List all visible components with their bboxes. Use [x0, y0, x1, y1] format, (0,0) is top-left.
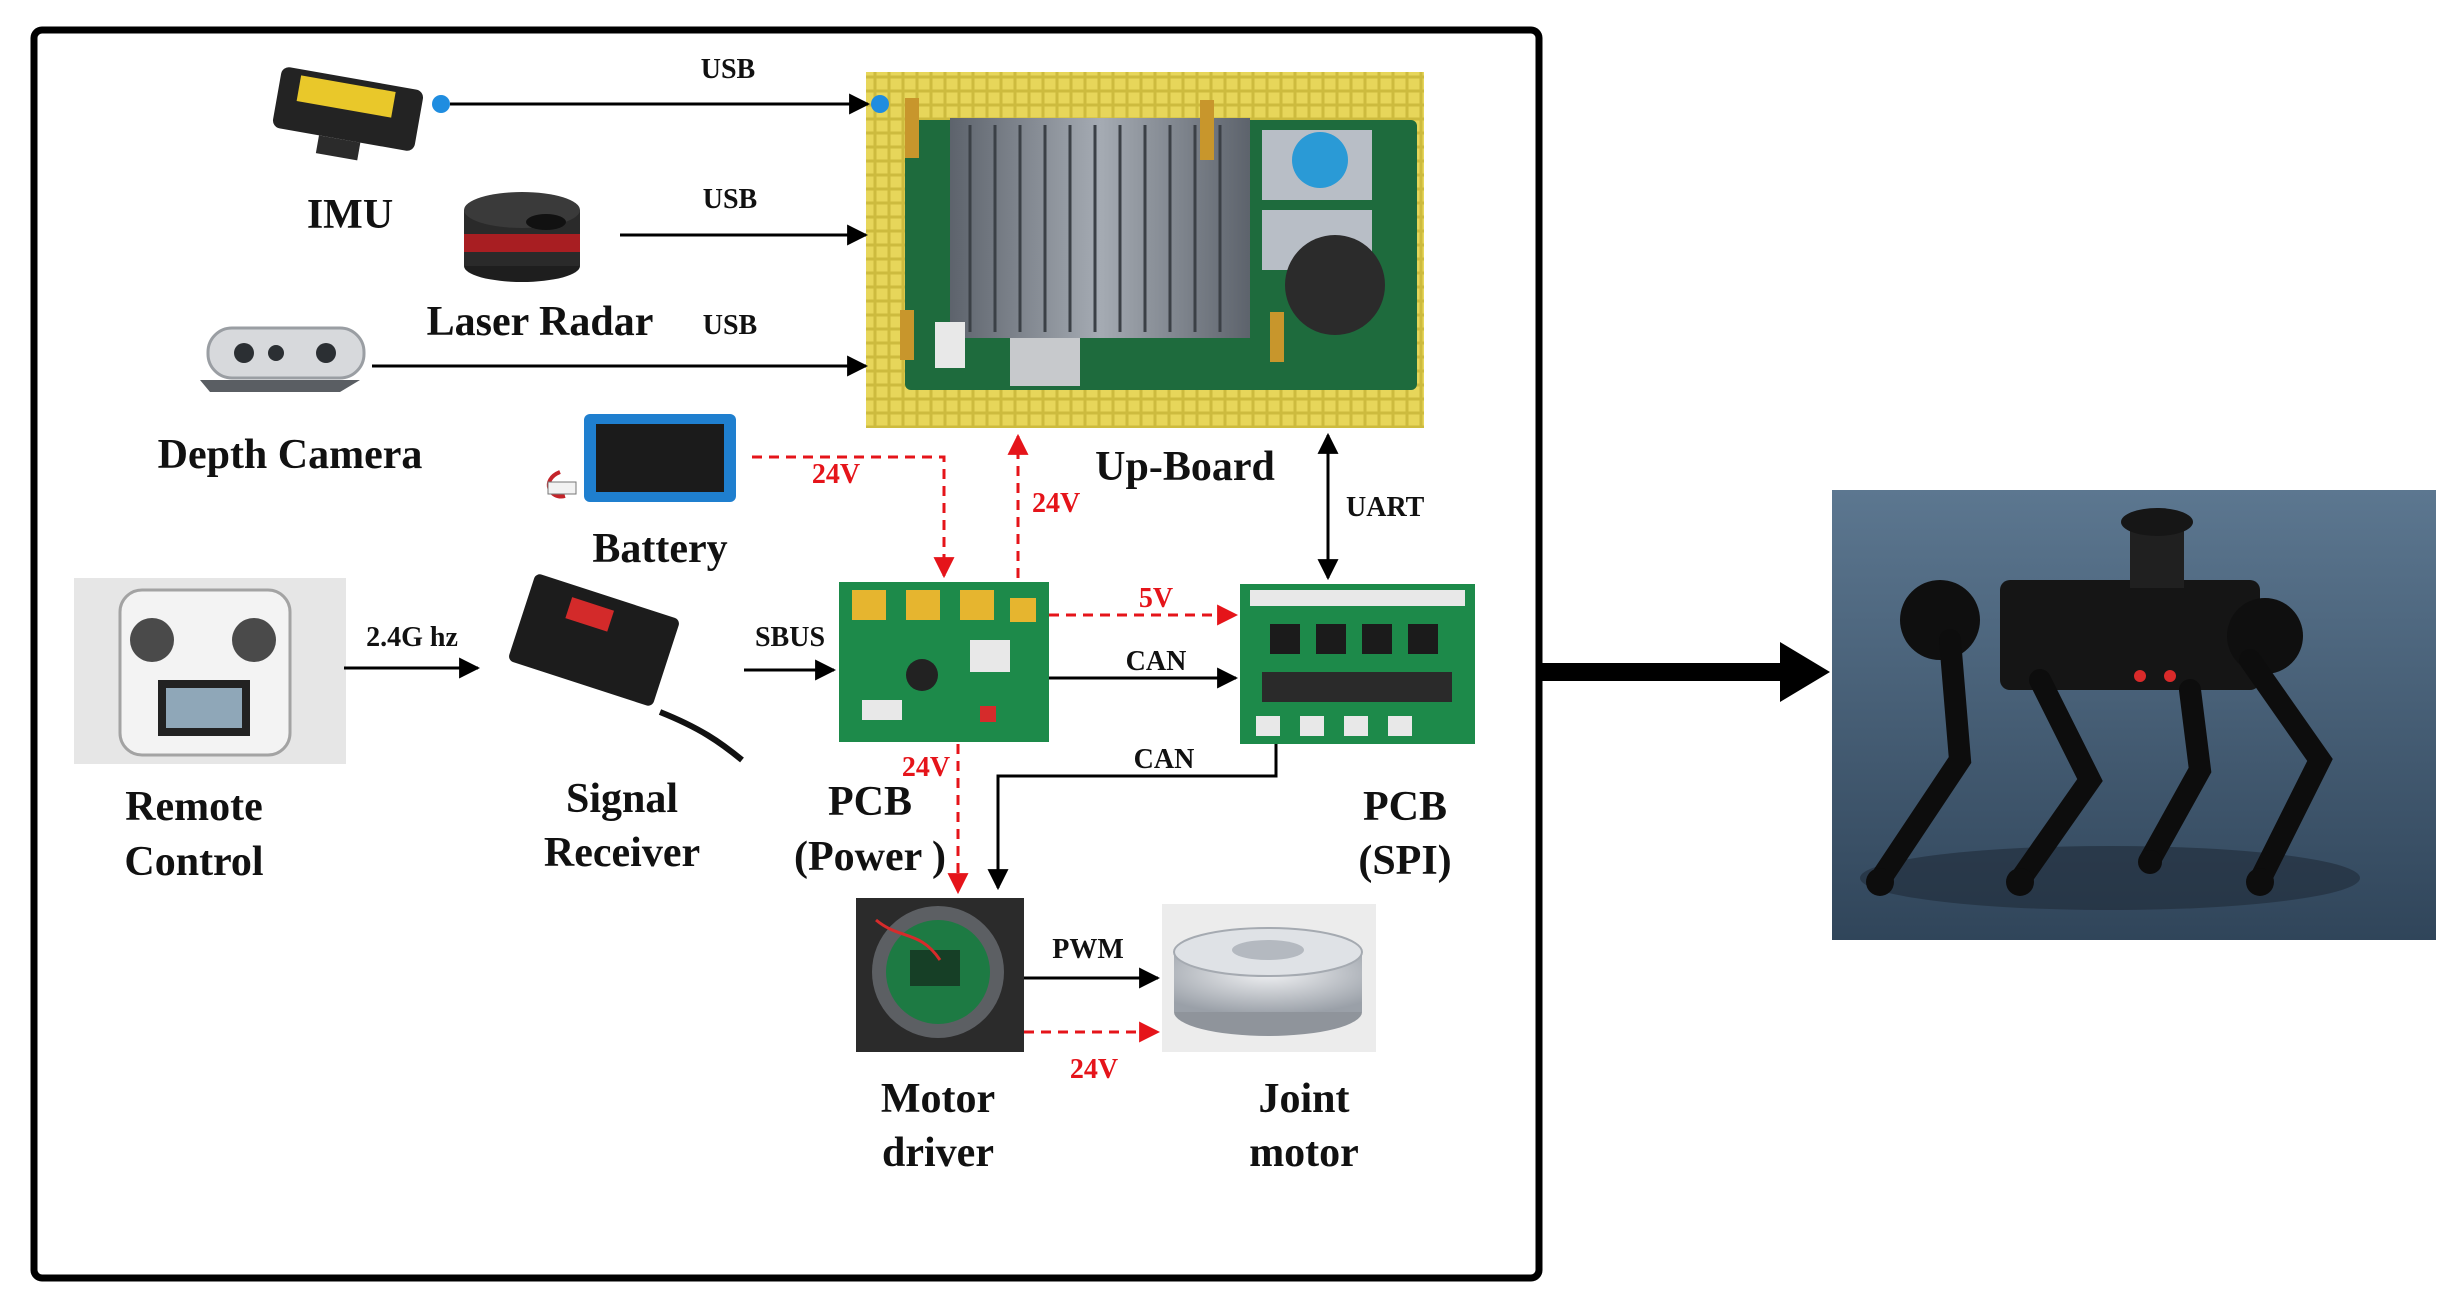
up-board-image [866, 72, 1424, 428]
edge-battery-power-24v-label: 24V [812, 459, 860, 490]
motor-driver-label-line1: Motor [881, 1076, 995, 1122]
pcb-power-image [839, 582, 1049, 742]
remote-control-label-line1: Remote [125, 784, 263, 830]
edge-spi-driver-can-label: CAN [1134, 744, 1195, 775]
signal-receiver-label-line2: Receiver [544, 830, 700, 876]
edge-spi-driver-can [987, 744, 1278, 891]
edge-receiver-power-sbus-label: SBUS [755, 622, 825, 653]
motor-driver-image [856, 898, 1024, 1052]
laser-radar-image [464, 192, 580, 282]
edge-imu-usb-label: USB [701, 54, 755, 85]
motor-driver-label-line2: driver [882, 1130, 994, 1176]
edge-camera-usb-label: USB [703, 310, 757, 341]
up-board-label: Up-Board [1095, 444, 1275, 490]
edge-power-driver-24v-label: 24V [902, 752, 950, 783]
edge-remote-receiver-label: 2.4G hz [366, 622, 458, 653]
imu-usb-dot-end [871, 95, 889, 113]
depth-camera-label: Depth Camera [158, 432, 423, 478]
pcb-spi-image [1240, 584, 1475, 744]
system-frame [30, 26, 1543, 1282]
imu-label: IMU [307, 192, 393, 238]
pcb-spi-label-line1: PCB [1363, 784, 1447, 830]
signal-receiver-label-line1: Signal [566, 776, 678, 822]
edge-battery-power-24v [752, 455, 955, 579]
remote-control-image [74, 578, 346, 764]
edge-power-spi-5v-label: 5V [1139, 583, 1173, 614]
quadruped-robot-image [1832, 490, 2436, 940]
pcb-power-label-line2: (Power ) [794, 834, 946, 880]
remote-control-label-line2: Control [124, 839, 263, 885]
pcb-spi-label-line2: (SPI) [1358, 838, 1451, 884]
system-to-robot-arrow [1542, 642, 1830, 702]
pcb-power-label-line1: PCB [828, 779, 912, 825]
battery-label: Battery [592, 526, 727, 572]
edge-power-spi-can-label: CAN [1126, 646, 1187, 677]
depth-camera-image [200, 326, 366, 392]
signal-receiver-image [509, 574, 744, 763]
joint-motor-label-line2: motor [1249, 1130, 1359, 1176]
imu-image [272, 67, 424, 161]
edge-laser-usb-label: USB [703, 184, 757, 215]
imu-usb-dot-start [432, 95, 450, 113]
edge-upboard-spi-uart-label: UART [1346, 492, 1425, 523]
laser-radar-label: Laser Radar [427, 299, 654, 345]
edge-power-upboard-24v-label: 24V [1032, 488, 1080, 519]
edge-driver-motor-24v-label: 24V [1070, 1054, 1118, 1085]
battery-image [546, 414, 736, 502]
edge-driver-motor-pwm-label: PWM [1052, 934, 1124, 965]
joint-motor-label-line1: Joint [1258, 1076, 1349, 1122]
joint-motor-image [1162, 904, 1376, 1052]
